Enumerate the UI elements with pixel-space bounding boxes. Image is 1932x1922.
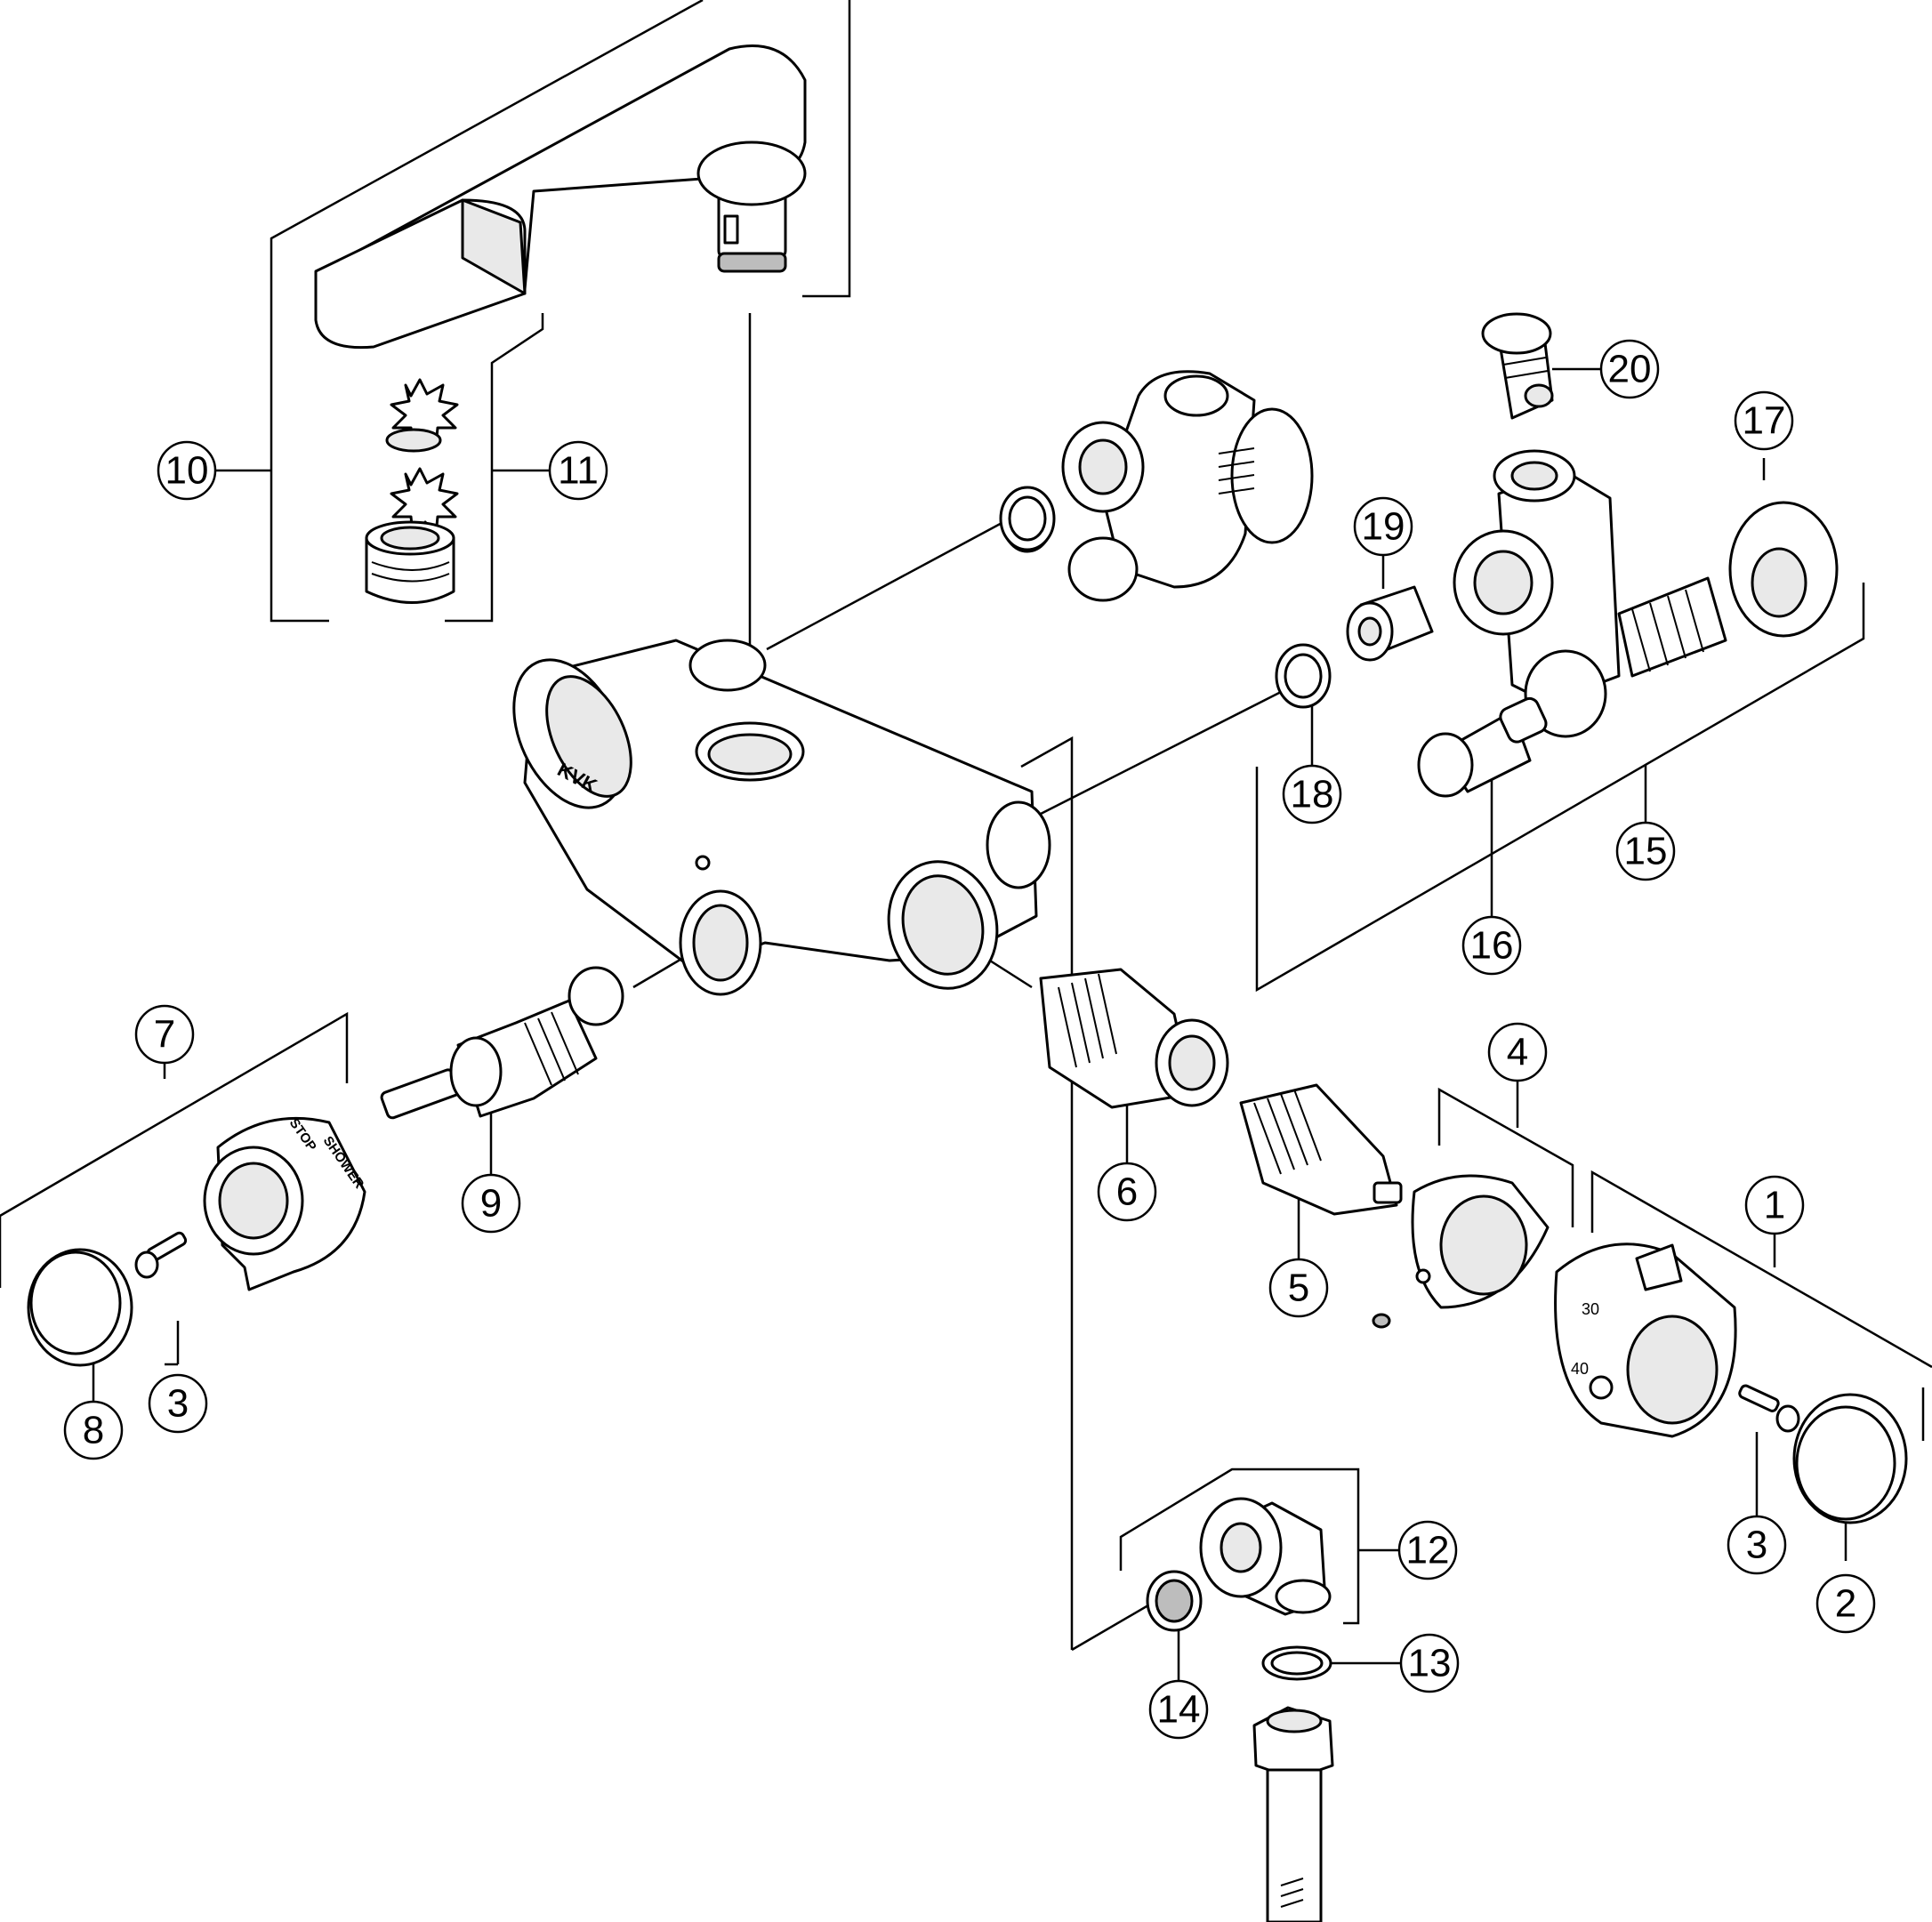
- left-screw-3: [134, 1231, 188, 1279]
- upper-washer: [999, 486, 1056, 551]
- svg-text:1: 1: [1764, 1184, 1785, 1227]
- svg-text:11: 11: [558, 449, 599, 493]
- elbow-fitting-15: [1453, 449, 1727, 738]
- svg-text:18: 18: [1291, 773, 1334, 816]
- right-screw-3: [1738, 1384, 1800, 1433]
- aerator: [365, 378, 459, 604]
- switch-cartridge-9: [380, 966, 624, 1120]
- svg-text:7: 7: [154, 1013, 175, 1057]
- svg-text:3: 3: [1746, 1524, 1767, 1567]
- svg-text:3: 3: [167, 1382, 189, 1426]
- svg-text:6: 6: [1116, 1170, 1138, 1214]
- callout-18: 18: [1282, 764, 1342, 824]
- svg-text:4: 4: [1507, 1031, 1528, 1074]
- callout-3-right: 3: [1727, 1515, 1787, 1575]
- callout-7: 7: [134, 1004, 195, 1065]
- valve-body: KVK: [512, 639, 1051, 996]
- callout-13: 13: [1399, 1633, 1460, 1693]
- spout: [314, 44, 807, 350]
- elbow-12: [1199, 1497, 1332, 1616]
- svg-text:20: 20: [1608, 348, 1652, 391]
- callout-9: 9: [461, 1173, 521, 1234]
- dial-scale-30: 30: [1582, 1300, 1599, 1318]
- svg-text:19: 19: [1362, 505, 1405, 549]
- strainer-16: [1417, 696, 1548, 798]
- svg-text:12: 12: [1406, 1529, 1450, 1572]
- handle-ring-4: [1372, 1174, 1550, 1329]
- washer-18: [1275, 643, 1332, 709]
- cartridge-5: [1239, 1083, 1403, 1216]
- callout-20: 20: [1599, 339, 1660, 399]
- callout-12: 12: [1397, 1520, 1458, 1580]
- washer-13: [1261, 1645, 1332, 1681]
- svg-text:15: 15: [1624, 830, 1668, 873]
- svg-text:5: 5: [1288, 1267, 1309, 1310]
- svg-text:13: 13: [1408, 1642, 1452, 1685]
- left-cap-8: [27, 1248, 133, 1367]
- callouts: 1 2 3 3 4 5 6 7 8 9 10 11 12 13 14 15 16…: [63, 339, 1876, 1740]
- callout-10: 10: [157, 440, 217, 501]
- svg-text:9: 9: [480, 1182, 502, 1226]
- svg-text:2: 2: [1835, 1582, 1856, 1626]
- washer-14: [1146, 1570, 1203, 1632]
- callout-15: 15: [1615, 821, 1676, 881]
- thermostat-cartridge-6: [1039, 968, 1229, 1109]
- callout-3-left: 3: [148, 1373, 208, 1434]
- right-cap-2: [1792, 1393, 1908, 1524]
- svg-text:14: 14: [1157, 1688, 1201, 1732]
- callout-6: 6: [1097, 1162, 1157, 1222]
- callout-14: 14: [1148, 1679, 1209, 1740]
- callout-17: 17: [1734, 390, 1794, 451]
- callout-8: 8: [63, 1400, 124, 1460]
- temperature-handle-1: 30 40: [1554, 1242, 1737, 1438]
- hose-nut: [1252, 1706, 1334, 1922]
- callout-1: 1: [1744, 1175, 1805, 1235]
- upper-elbow: [1001, 370, 1314, 602]
- callout-2: 2: [1815, 1573, 1876, 1634]
- check-valve-19: [1346, 585, 1434, 662]
- svg-text:17: 17: [1743, 399, 1786, 443]
- svg-text:10: 10: [165, 449, 209, 493]
- callout-4: 4: [1487, 1022, 1548, 1082]
- check-valve-20: [1481, 312, 1554, 420]
- escutcheon-17: [1728, 501, 1839, 638]
- callout-11: 11: [548, 440, 608, 501]
- callout-5: 5: [1268, 1258, 1329, 1318]
- svg-text:16: 16: [1470, 924, 1514, 968]
- callout-16: 16: [1461, 915, 1522, 976]
- svg-text:8: 8: [83, 1409, 104, 1452]
- aerator-mesh: [385, 428, 442, 453]
- dial-scale-40: 40: [1571, 1360, 1589, 1378]
- callout-19: 19: [1353, 496, 1413, 557]
- shower-lever-group: STOP SHOWER: [203, 1116, 366, 1291]
